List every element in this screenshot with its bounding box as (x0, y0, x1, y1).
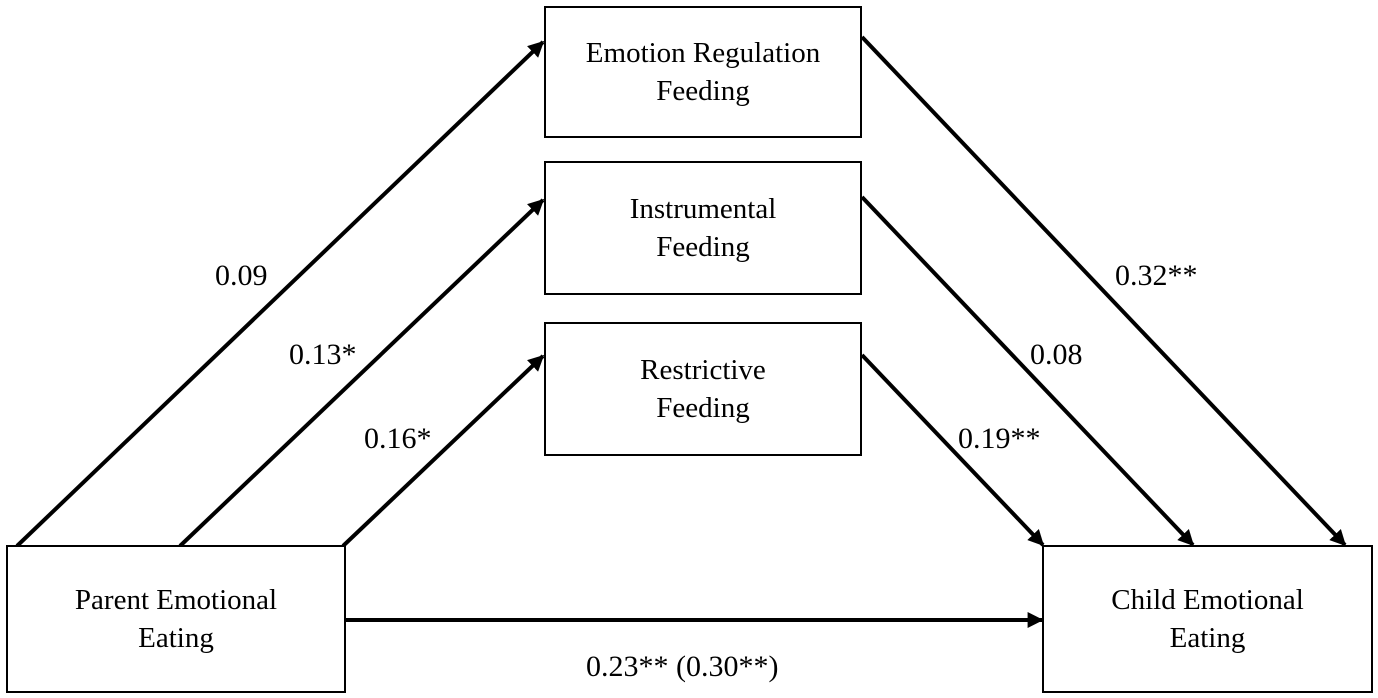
coef-restrictive-to-child: 0.19** (958, 422, 1041, 455)
node-instrumental-feeding: Instrumental Feeding (544, 161, 862, 295)
node-instrumental-line1: Instrumental (629, 193, 777, 225)
coef-parent-to-restrictive: 0.16* (364, 422, 432, 455)
node-child-line1: Child Emotional (1111, 584, 1304, 616)
arrow-emotion-regulation-to-child (860, 35, 1347, 547)
node-parent-line1: Parent Emotional (74, 584, 278, 616)
node-parent-emotional-eating: Parent Emotional Eating (6, 545, 346, 693)
coef-parent-to-emotion-regulation: 0.09 (215, 259, 268, 292)
node-restrictive-feeding: Restrictive Feeding (544, 322, 862, 456)
node-restrictive-line2: Feeding (656, 392, 750, 424)
arrow-parent-to-emotion-regulation (15, 40, 545, 548)
node-child-line2: Eating (1169, 622, 1246, 654)
node-emotion-regulation-line2: Feeding (656, 75, 750, 107)
coef-parent-to-instrumental: 0.13* (289, 338, 357, 371)
node-instrumental-line2: Feeding (656, 231, 750, 263)
node-restrictive-line1: Restrictive (640, 354, 766, 386)
coef-emotion-regulation-to-child: 0.32** (1115, 259, 1198, 292)
arrow-parent-to-restrictive (341, 354, 545, 548)
coef-instrumental-to-child: 0.08 (1030, 338, 1083, 371)
node-emotion-regulation-line1: Emotion Regulation (585, 37, 821, 69)
node-child-emotional-eating: Child Emotional Eating (1042, 545, 1373, 693)
coef-parent-to-child: 0.23** (0.30**) (586, 650, 779, 683)
arrow-instrumental-to-child (860, 195, 1195, 547)
arrow-restrictive-to-child (860, 353, 1045, 547)
arrow-parent-to-instrumental (178, 198, 545, 548)
node-emotion-regulation-feeding: Emotion Regulation Feeding (544, 6, 862, 138)
node-parent-line2: Eating (138, 622, 214, 654)
